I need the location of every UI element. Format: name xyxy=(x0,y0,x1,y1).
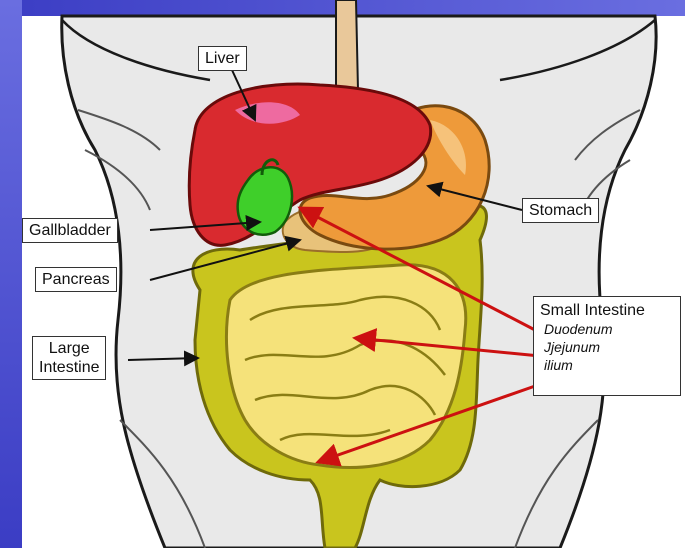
label-jejunum: Jjejunum xyxy=(540,338,674,356)
label-liver-text: Liver xyxy=(205,50,240,67)
label-large-intestine: Large Intestine xyxy=(32,336,106,380)
label-small-intestine-title: Small Intestine xyxy=(540,301,674,320)
label-ileum: ilium xyxy=(540,356,674,374)
label-gallbladder-text: Gallbladder xyxy=(29,222,111,239)
label-large-intestine-line-2: Intestine xyxy=(39,358,99,377)
label-small-intestine: Small Intestine Duodenum Jjejunum ilium xyxy=(533,296,681,396)
label-duodenum: Duodenum xyxy=(540,320,674,338)
label-large-intestine-line-1: Large xyxy=(39,339,99,358)
label-pancreas: Pancreas xyxy=(35,267,117,292)
label-pancreas-text: Pancreas xyxy=(42,271,110,288)
label-stomach: Stomach xyxy=(522,198,599,223)
label-gallbladder: Gallbladder xyxy=(22,218,118,243)
label-stomach-text: Stomach xyxy=(529,202,592,219)
small-intestine xyxy=(226,265,465,468)
label-liver: Liver xyxy=(198,46,247,71)
